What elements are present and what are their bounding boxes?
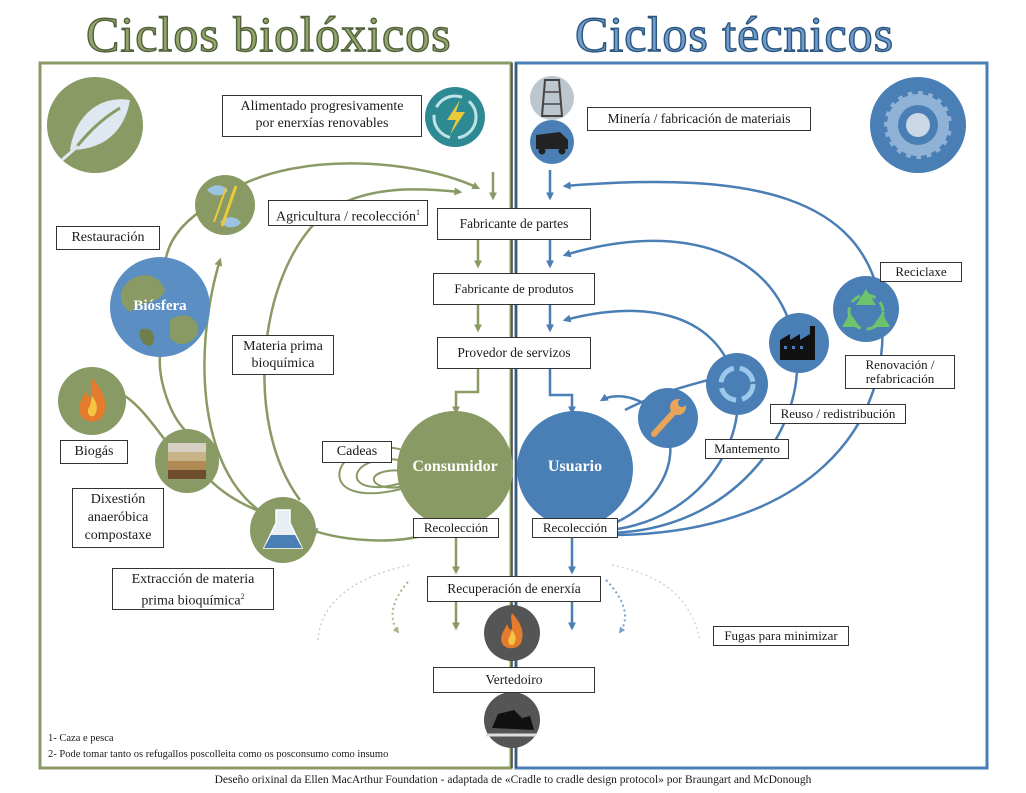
globe-icon [110,257,210,357]
label-renewable-energy: Alimentado progresivamente por enerxías … [222,95,422,137]
label-biogas: Biogás [60,440,128,464]
label-refurbish: Renovación / refabricación [845,355,955,389]
footnote-2: 2- Pode tomar tanto os refugallos poscol… [48,749,389,760]
leaf-icon [47,77,143,173]
box-service-provider: Provedor de servizos [437,337,591,369]
label-collection-tec: Recolección [532,518,618,538]
flask-icon [250,497,316,563]
factory-icon [769,313,829,373]
label-farming: Agricultura / recolección1 [268,200,428,226]
label-anaerobic: Dixestión anaeróbica compostaxe [72,488,164,548]
bulldozer-icon [484,692,540,748]
fish-wheat-icon [195,175,255,235]
extraction-footnote-mark: 2 [240,592,245,601]
gear-icon [870,77,966,173]
truck-icon [530,120,574,164]
recycle-icon [833,276,899,342]
biological-panel [38,61,513,770]
user-label: Usuario [547,458,603,475]
label-mining: Minería / fabricación de materiais [587,107,811,131]
energy-icon [425,87,485,147]
box-parts-maker: Fabricante de partes [437,208,591,240]
consumer-label: Consumidor [412,458,498,475]
title-biological-cycles: Ciclos biolóxicos [85,5,452,62]
extraction-text: Extracción de materia prima bioquímica [131,572,255,609]
label-recycle: Reciclaxe [880,262,962,282]
footnotes: 1- Caza e pesca 2- Pode tomar tanto os r… [48,731,388,763]
label-restoration: Restauración [56,226,160,250]
farming-text: Agricultura / recolección [276,209,416,225]
biosphere-label: Biósfera [133,298,187,314]
label-maintain: Mantemento [705,439,789,459]
label-raw-material: Materia prima bioquímica [232,335,334,375]
farming-footnote-mark: 1 [415,208,420,217]
soil-layers-icon [155,429,219,493]
wrench-icon [638,388,698,448]
title-technical-cycles: Ciclos técnicos [574,5,895,62]
box-landfill: Vertedoiro [433,667,595,693]
box-product-maker: Fabricante de produtos [433,273,595,305]
tower-icon [530,76,574,120]
label-cascades: Cadeas [322,441,392,463]
credit-line: Deseño orixinal da Ellen MacArthur Found… [214,774,812,786]
footnote-1: 1- Caza e pesca [48,733,114,744]
label-extraction: Extracción de materia prima bioquímica2 [112,568,274,610]
consumer-node [397,411,513,527]
box-energy-recovery: Recuperación de enerxía [427,576,601,602]
fire-icon [484,605,540,661]
user-node [517,411,633,527]
label-reuse: Reuso / redistribución [770,404,906,424]
label-collection-bio: Recolección [413,518,499,538]
label-leakage: Fugas para minimizar [713,626,849,646]
refresh-icon [706,353,768,415]
fire-icon [58,367,126,435]
